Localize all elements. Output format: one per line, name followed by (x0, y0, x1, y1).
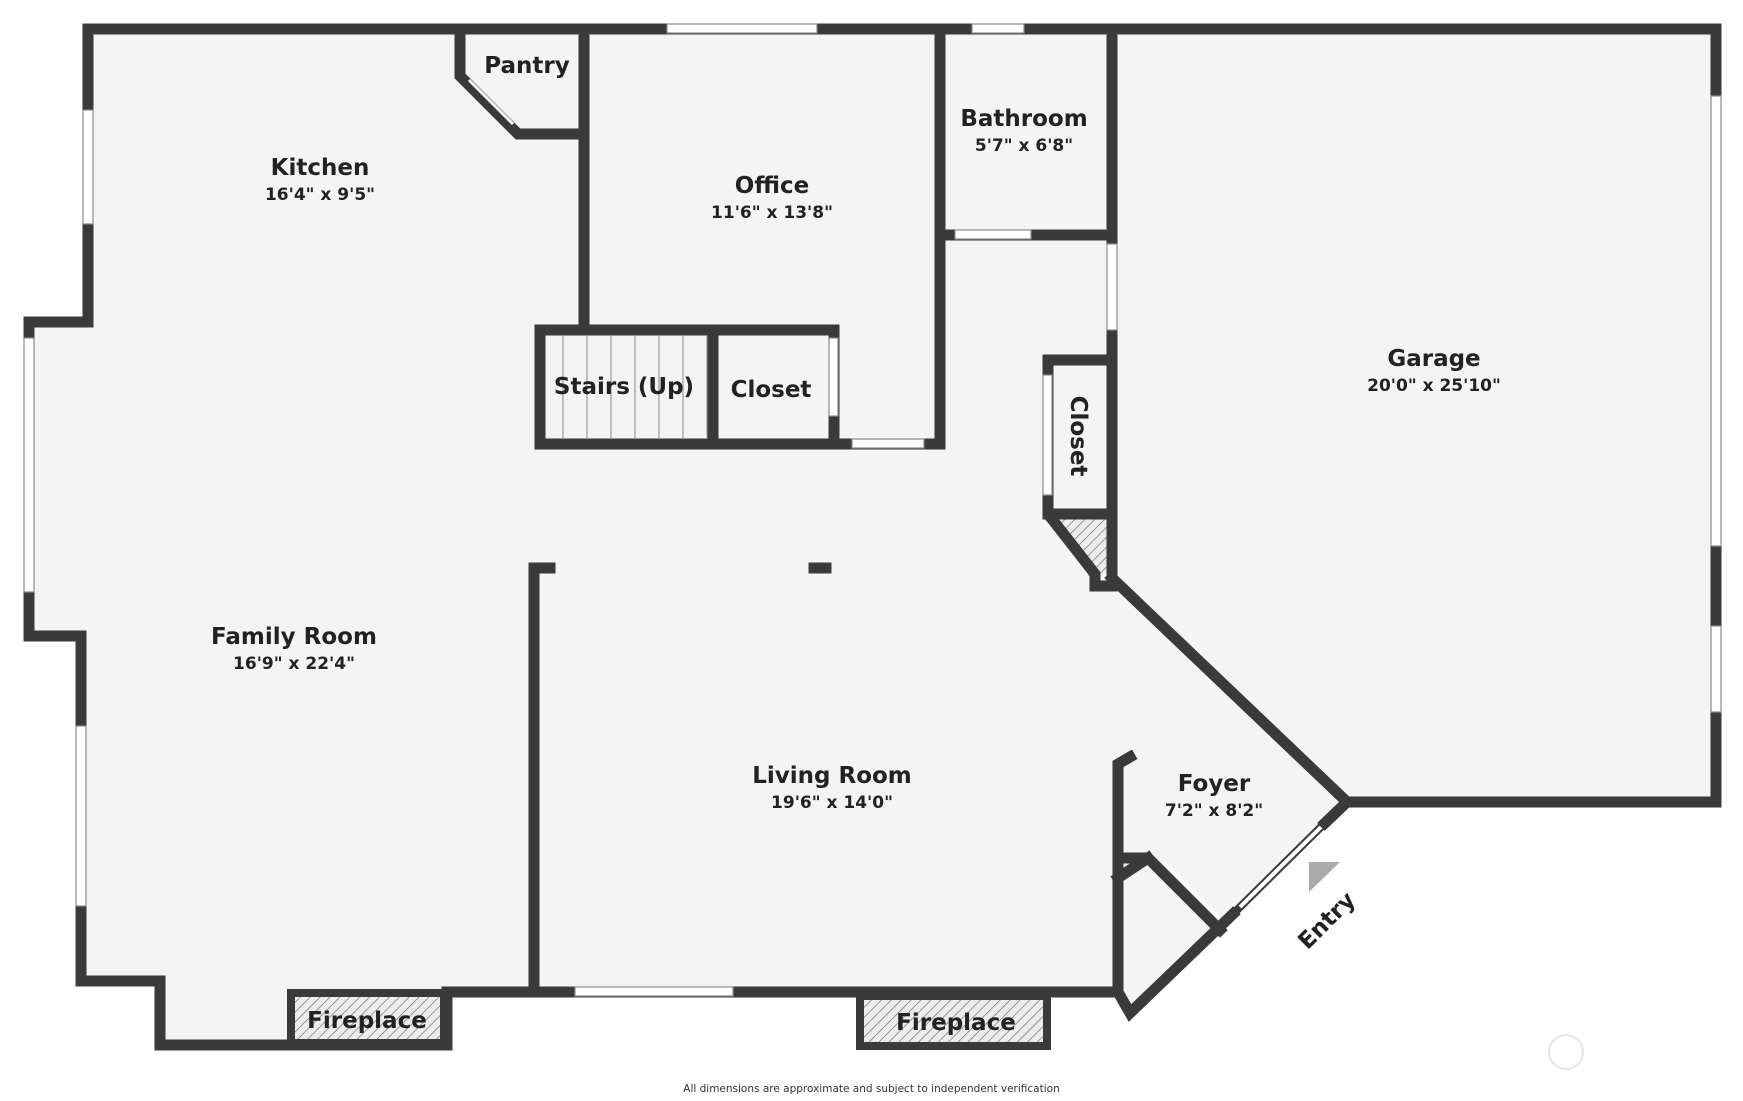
room-foyer: Foyer 7'2" x 8'2" (1165, 771, 1263, 821)
closet-side-name: Closet (1065, 396, 1091, 477)
pantry-name: Pantry (484, 53, 569, 79)
living-room-name: Living Room (752, 763, 912, 789)
office-name: Office (735, 173, 809, 199)
doors (465, 78, 1220, 922)
room-family-room: Family Room 16'9" x 22'4" (211, 624, 377, 674)
floor-area (29, 29, 1716, 1045)
garage-name: Garage (1387, 346, 1480, 372)
entry-arrow-icon (1309, 862, 1340, 892)
bathroom-name: Bathroom (960, 106, 1087, 132)
disclaimer-footnote: All dimensions are approximate and subje… (683, 1083, 1060, 1095)
entry-label: Entry (1293, 887, 1360, 954)
fireplace-living-room (856, 992, 1051, 1050)
room-stairs: Stairs (Up) (554, 374, 694, 400)
room-pantry: Pantry (484, 53, 569, 79)
entry-door (1233, 820, 1328, 914)
stairs-name: Stairs (Up) (554, 374, 694, 400)
foyer-name: Foyer (1178, 771, 1251, 797)
room-office: Office 11'6" x 13'8" (711, 173, 833, 223)
room-living-room: Living Room 19'6" x 14'0" (752, 763, 912, 813)
foyer-dims: 7'2" x 8'2" (1165, 801, 1263, 821)
garage-dims: 20'0" x 25'10" (1367, 376, 1501, 396)
living-room-dims: 19'6" x 14'0" (771, 793, 893, 813)
kitchen-dims: 16'4" x 9'5" (265, 185, 375, 205)
room-bathroom: Bathroom 5'7" x 6'8" (960, 106, 1087, 156)
family-room-dims: 16'9" x 22'4" (233, 654, 355, 674)
room-fireplace-2: Fireplace (896, 1010, 1016, 1036)
watermark-icon (1548, 1034, 1584, 1070)
stair-treads (562, 336, 708, 438)
closet-hall-name: Closet (731, 377, 812, 403)
fireplace-1-name: Fireplace (307, 1008, 427, 1034)
bathroom-dims: 5'7" x 6'8" (975, 136, 1073, 156)
room-garage: Garage 20'0" x 25'10" (1367, 346, 1501, 396)
windows (23, 23, 1722, 997)
room-closet-side: Closet (1065, 396, 1091, 477)
office-dims: 11'6" x 13'8" (711, 203, 833, 223)
room-fireplace-1: Fireplace (307, 1008, 427, 1034)
fireplace-2-name: Fireplace (896, 1010, 1016, 1036)
room-kitchen: Kitchen 16'4" x 9'5" (265, 155, 375, 205)
family-room-name: Family Room (211, 624, 377, 650)
room-closet-hall: Closet (731, 377, 812, 403)
kitchen-name: Kitchen (271, 155, 370, 181)
